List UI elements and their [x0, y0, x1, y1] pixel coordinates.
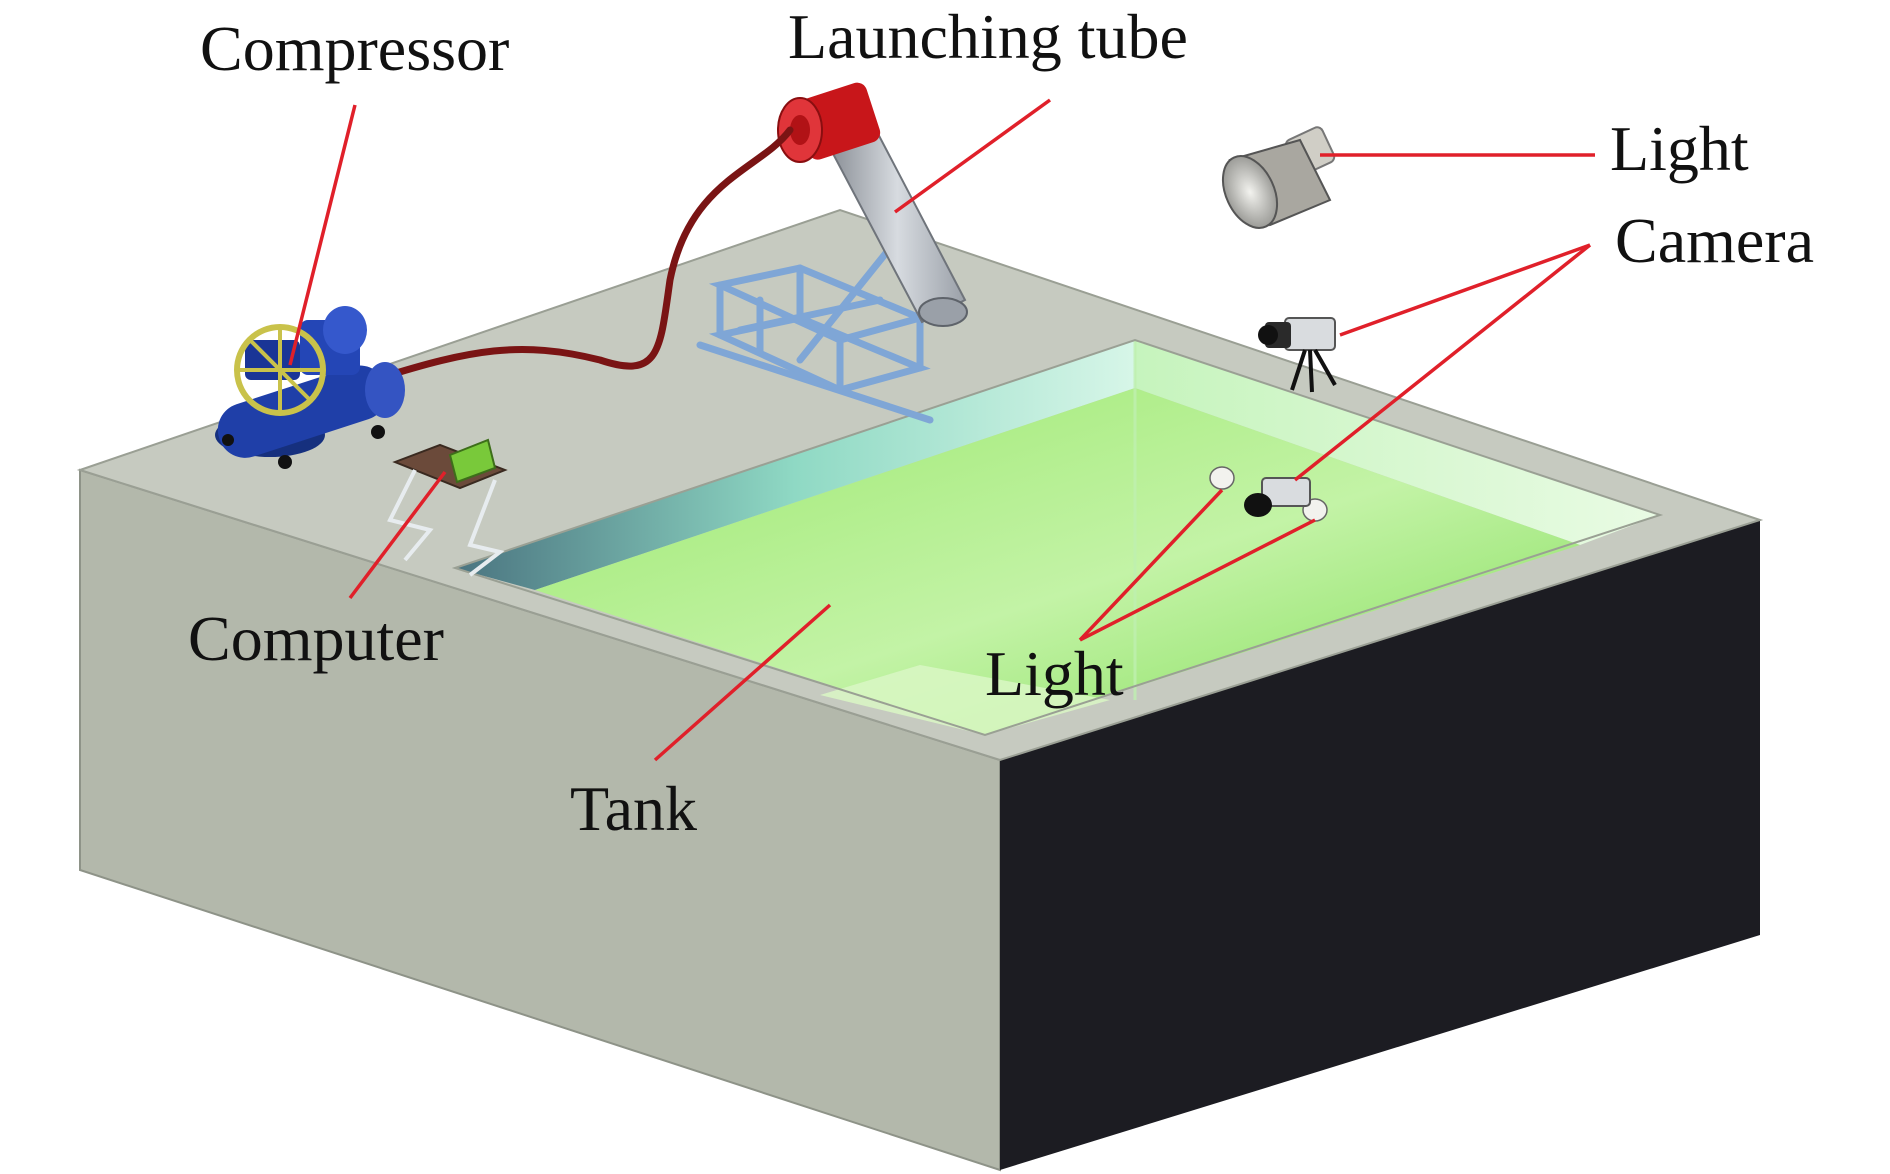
- leader-tank: [653, 603, 832, 762]
- computer: [387, 438, 508, 577]
- label-light-tank: Light: [985, 638, 1124, 709]
- camera-tripod: [1258, 317, 1337, 393]
- launch-frame: [696, 244, 934, 424]
- leader-computer: [348, 470, 447, 600]
- leader-launching-tube: [893, 98, 1052, 214]
- label-compressor: Compressor: [200, 13, 509, 84]
- air-hose: [376, 126, 794, 382]
- leader-light-tank-1: [1078, 488, 1224, 642]
- label-light-top: Light: [1610, 113, 1749, 184]
- compressor: [215, 306, 405, 469]
- leader-camera-underwater: [1293, 243, 1592, 482]
- water-surface: [535, 388, 1580, 735]
- tank-inner-back-wall: [455, 340, 1135, 590]
- launcher-pressure-cylinder: [777, 82, 881, 163]
- label-camera: Camera: [1615, 205, 1814, 276]
- underwater-equipment: [1209, 466, 1328, 522]
- label-tank: Tank: [570, 773, 697, 844]
- leader-lines: [288, 98, 1595, 762]
- leader-camera-rim: [1339, 243, 1591, 337]
- overhead-lamp: [1221, 126, 1336, 229]
- tank-inner-right-wall: [1135, 340, 1660, 545]
- launching-tube: [777, 82, 968, 327]
- leader-compressor: [288, 104, 357, 366]
- tank-right-face: [1000, 520, 1760, 1170]
- leader-light-tank-2: [1079, 518, 1316, 642]
- label-launching-tube: Launching tube: [788, 1, 1188, 72]
- label-computer: Computer: [188, 603, 444, 674]
